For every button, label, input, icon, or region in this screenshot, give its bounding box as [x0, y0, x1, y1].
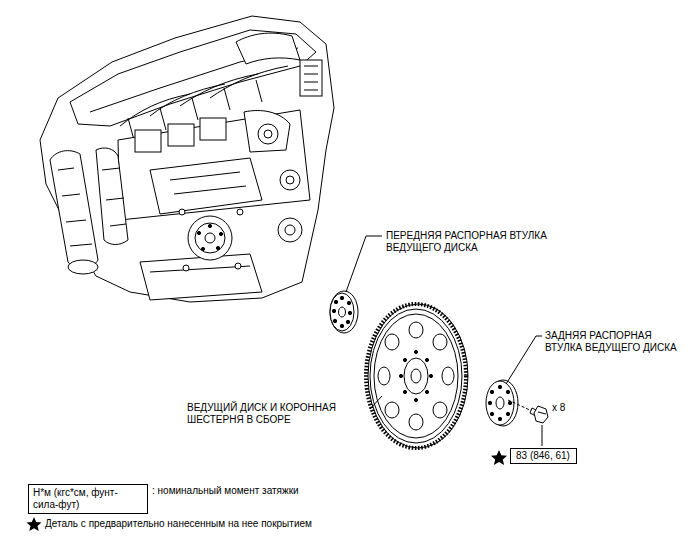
- legend-text: : номинальный момент затяжки: [152, 485, 299, 497]
- part-label: ПЕРЕДНЯЯ РАСПОРНАЯ ВТУЛКА ВЕДУЩЕГО ДИСКА: [386, 230, 586, 254]
- quantity-label: x 8: [552, 402, 565, 414]
- legend-text: Деталь с предварительно нанесенным на не…: [45, 518, 312, 530]
- torque-value: 83 (846, 61): [516, 450, 571, 462]
- torque-box: 83 (846, 61): [510, 448, 577, 464]
- star-symbol: [27, 517, 42, 531]
- legend-box: Н*м (кгс*см, фунт-сила-фут): [28, 484, 148, 514]
- star-symbol: [491, 450, 507, 465]
- part-label: ВЕДУЩИЙ ДИСК И КОРОННАЯ ШЕСТЕРНЯ В СБОРЕ: [187, 402, 372, 426]
- unit-text: Н*м (кгс*см, фунт-сила-фут): [33, 487, 143, 511]
- part-label: ЗАДНЯЯ РАСПОРНАЯ ВТУЛКА ВЕДУЩЕГО ДИСКА: [545, 330, 680, 354]
